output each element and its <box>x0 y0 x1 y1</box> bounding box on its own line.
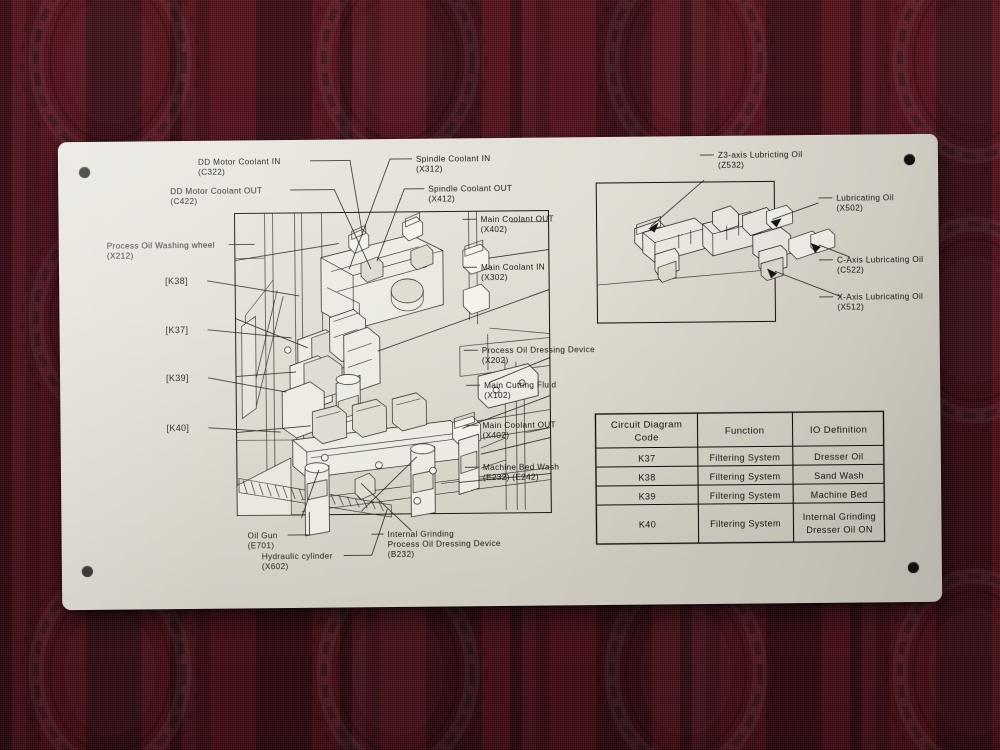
label-machine-bed-wash: Machine Bed Wash (E232) (E242) <box>464 462 559 483</box>
label-process-oil-washing-wheel-title: Process Oil Washing wheel <box>107 241 215 251</box>
relay-k38-label: [K38] <box>165 276 188 286</box>
label-x-axis-lubricating-oil-title: X-Axis Lubricating Oil <box>837 292 923 302</box>
label-lubricating-oil-code: (X502) <box>836 204 863 213</box>
label-x-axis-lubricating-oil: X-Axis Lubricating Oil (X512) <box>819 292 923 312</box>
label-hydraulic-cylinder: Hydraulic cylinder (X602) <box>262 508 388 571</box>
relay-k37-label: [K37] <box>166 325 189 335</box>
label-dd-motor-coolant-out-title: DD Motor Coolant OUT <box>170 186 262 196</box>
label-c-axis-lubricating-oil: C-Axis Lubricating Oil (C522) <box>818 255 924 275</box>
label-internal-grinding-line2: Process Oil Dressing Device <box>388 539 501 549</box>
label-c-axis-lubricating-oil-code: (C522) <box>837 265 864 274</box>
table-header-circuit-code-line2: Code <box>634 432 658 443</box>
label-internal-grinding-code: (B232) <box>388 550 415 559</box>
label-z3-axis-lubricating-oil-code: (Z532) <box>718 161 744 170</box>
table-cell-io-k39: Machine Bed <box>811 489 868 500</box>
label-process-oil-dressing-device-code: (X202) <box>482 356 509 365</box>
inset-manifold-parts <box>634 204 836 283</box>
table-cell-code-k37: K37 <box>638 454 655 464</box>
label-spindle-coolant-out-title: Spindle Coolant OUT <box>428 184 512 194</box>
label-process-oil-washing-wheel-code: (X212) <box>107 252 134 261</box>
label-spindle-coolant-out: Spindle Coolant OUT (X412) <box>376 184 512 262</box>
label-hydraulic-cylinder-code: (X602) <box>262 562 289 571</box>
circuit-code-table: Circuit Diagram Code Function IO Definit… <box>594 410 886 545</box>
table-cell-function-k38: Filtering System <box>710 471 781 482</box>
label-lubricating-oil-title: Lubricating Oil <box>836 193 894 203</box>
table-cell-io-k40-line2: Dresser Oil ON <box>806 524 873 535</box>
label-dd-motor-coolant-in-code: (C322) <box>198 168 225 177</box>
identification-plate: DD Motor Coolant IN (C322) DD Motor Cool… <box>57 133 943 611</box>
table-cell-code-k38: K38 <box>638 473 655 483</box>
relay-k39-label: [K39] <box>166 373 189 383</box>
label-main-coolant-out-top: Main Coolant OUT (X402) <box>462 214 554 234</box>
table-cell-io-k37: Dresser Oil <box>814 452 863 462</box>
table-header-circuit-code-line1: Circuit Diagram <box>611 419 682 431</box>
chip-conveyor-ramp <box>238 478 392 518</box>
table-cell-function-k40: Filtering System <box>710 518 781 529</box>
label-lubricating-oil: Lubricating Oil (X502) <box>818 193 894 213</box>
bottom-label-group: Oil Gun (E701) Hydraulic cylinder (X602)… <box>248 508 501 571</box>
label-internal-grinding-line1: Internal Grinding <box>388 529 455 539</box>
table-header-io-definition: IO Definition <box>810 424 867 436</box>
label-main-cutting-fluid: Main Cutting Fluid (X102) <box>466 380 557 400</box>
label-dd-motor-coolant-in-title: DD Motor Coolant IN <box>198 157 281 167</box>
label-main-cutting-fluid-title: Main Cutting Fluid <box>484 380 556 390</box>
label-internal-grinding-process-oil-dressing-device: Internal Grinding Process Oil Dressing D… <box>371 529 501 559</box>
label-oil-gun-title: Oil Gun <box>248 531 278 540</box>
plate-artwork: DD Motor Coolant IN (C322) DD Motor Cool… <box>107 150 924 571</box>
table-cell-code-k39: K39 <box>639 492 656 502</box>
label-oil-gun: Oil Gun (E701) <box>248 511 310 550</box>
label-main-coolant-out-lower-title: Main Coolant OUT <box>482 420 555 430</box>
label-dd-motor-coolant-out-code: (C422) <box>170 197 197 206</box>
table-cell-code-k40: K40 <box>639 520 656 530</box>
table-cell-function-k37: Filtering System <box>709 452 780 463</box>
table-cell-function-k39: Filtering System <box>710 490 781 501</box>
label-oil-gun-code: (E701) <box>248 541 275 550</box>
label-process-oil-washing-wheel: Process Oil Washing wheel (X212) <box>107 241 255 261</box>
label-z3-axis-lubricating-oil: Z3-axis Lubricting Oil (Z532) <box>699 150 803 170</box>
label-dd-motor-coolant-in: DD Motor Coolant IN (C322) <box>198 157 364 236</box>
valve-stack-assembly <box>281 309 539 537</box>
table-row-k39: K39 Filtering System Machine Bed <box>639 489 868 501</box>
label-machine-bed-wash-code: (E232) (E242) <box>483 473 539 483</box>
top-label-group: Spindle Coolant IN (X312) Spindle Coolan… <box>348 154 512 270</box>
label-spindle-coolant-out-code: (X412) <box>428 194 455 203</box>
relay-label-group: [K38] [K37] [K39] [K40] <box>165 276 300 433</box>
label-main-coolant-in-code: (X302) <box>481 273 508 282</box>
label-main-coolant-in: Main Coolant IN (X302) <box>462 263 545 282</box>
label-main-coolant-out-lower-code: (X402) <box>483 431 510 440</box>
main-drawing-leader-lines <box>234 243 552 532</box>
table-row-k40: K40 Filtering System Internal Grinding D… <box>639 511 876 535</box>
label-process-oil-dressing-device: Process Oil Dressing Device (X202) <box>463 345 595 365</box>
inset-arrows <box>648 179 850 298</box>
table-header-function: Function <box>725 425 765 436</box>
table-cell-io-k38: Sand Wash <box>814 471 864 481</box>
relay-k40-label: [K40] <box>166 423 189 433</box>
label-main-coolant-out-lower: Main Coolant OUT (X402) <box>464 420 556 440</box>
table-row-k38: K38 Filtering System Sand Wash <box>638 471 864 483</box>
table-row-k37: K37 Filtering System Dresser Oil <box>638 452 863 464</box>
lubrication-manifold-inset: Z3-axis Lubricting Oil (Z532) Lubricatin… <box>595 150 924 324</box>
label-spindle-coolant-in: Spindle Coolant IN (X312) <box>348 154 491 270</box>
label-c-axis-lubricating-oil-title: C-Axis Lubricating Oil <box>837 255 924 265</box>
label-z3-axis-lubricating-oil-title: Z3-axis Lubricting Oil <box>718 150 803 160</box>
main-drawing <box>233 209 552 537</box>
label-x-axis-lubricating-oil-code: (X512) <box>837 303 864 312</box>
label-main-coolant-out-top-code: (X402) <box>481 225 508 234</box>
label-process-oil-dressing-device-title: Process Oil Dressing Device <box>482 345 595 355</box>
label-hydraulic-cylinder-title: Hydraulic cylinder <box>262 552 333 562</box>
table-cell-io-k40-line1: Internal Grinding <box>803 511 876 522</box>
right-label-group: Main Coolant OUT (X402) Main Coolant IN … <box>462 214 595 483</box>
label-spindle-coolant-in-title: Spindle Coolant IN <box>416 154 491 164</box>
label-main-coolant-out-top-title: Main Coolant OUT <box>480 214 553 224</box>
upper-manifold-block <box>320 212 490 330</box>
label-main-coolant-in-title: Main Coolant IN <box>481 263 545 273</box>
label-main-cutting-fluid-code: (X102) <box>484 391 511 400</box>
label-spindle-coolant-in-code: (X312) <box>416 165 443 174</box>
label-machine-bed-wash-title: Machine Bed Wash <box>483 462 559 472</box>
